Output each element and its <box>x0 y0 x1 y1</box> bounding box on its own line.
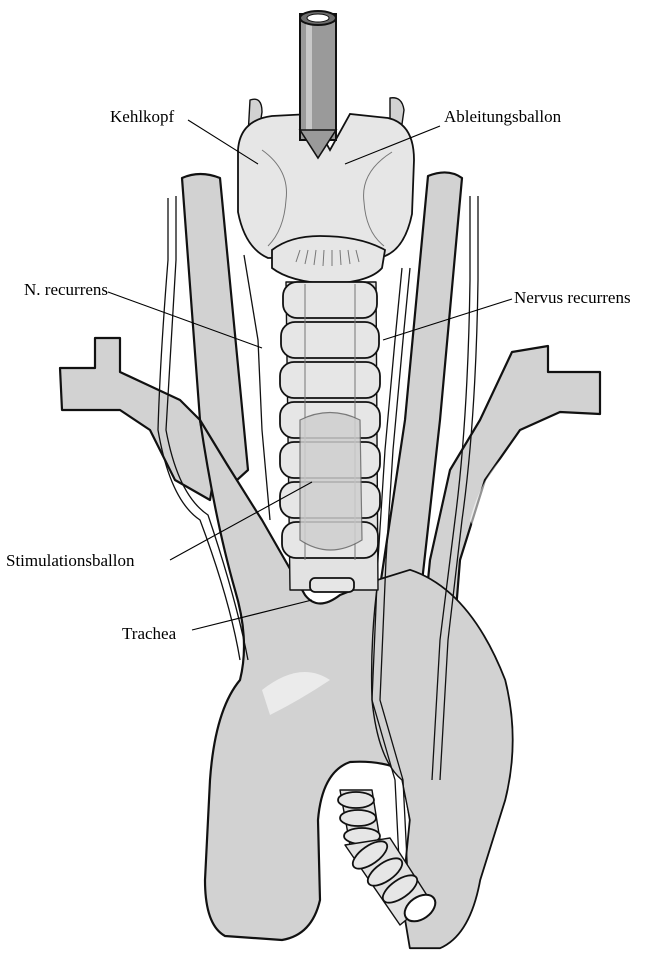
label-nervus-recurrens: Nervus recurrens <box>514 288 631 307</box>
tube <box>300 11 336 158</box>
tube-opening-inner <box>307 14 329 22</box>
label-kehlkopf: Kehlkopf <box>110 107 175 126</box>
tube-shaft <box>300 14 336 140</box>
bronchus-ring <box>340 810 376 826</box>
trachea-ring <box>283 282 377 318</box>
trachea-ring <box>280 362 380 398</box>
trachea-end-ring <box>310 578 354 592</box>
label-trachea: Trachea <box>122 624 177 643</box>
tube-highlight <box>306 18 312 136</box>
label-stimulationsballon: Stimulationsballon <box>6 551 135 570</box>
bronchus-ring <box>338 792 374 808</box>
stimulation-balloon <box>300 413 362 551</box>
left-recurrent-nerve <box>244 255 270 520</box>
cricoid-cartilage <box>272 236 385 284</box>
trachea <box>280 282 380 592</box>
trachea-ring <box>281 322 379 358</box>
leader-n-recurrens <box>108 292 262 348</box>
label-ableitungsballon: Ableitungsballon <box>444 107 562 126</box>
label-n-recurrens: N. recurrens <box>24 280 108 299</box>
